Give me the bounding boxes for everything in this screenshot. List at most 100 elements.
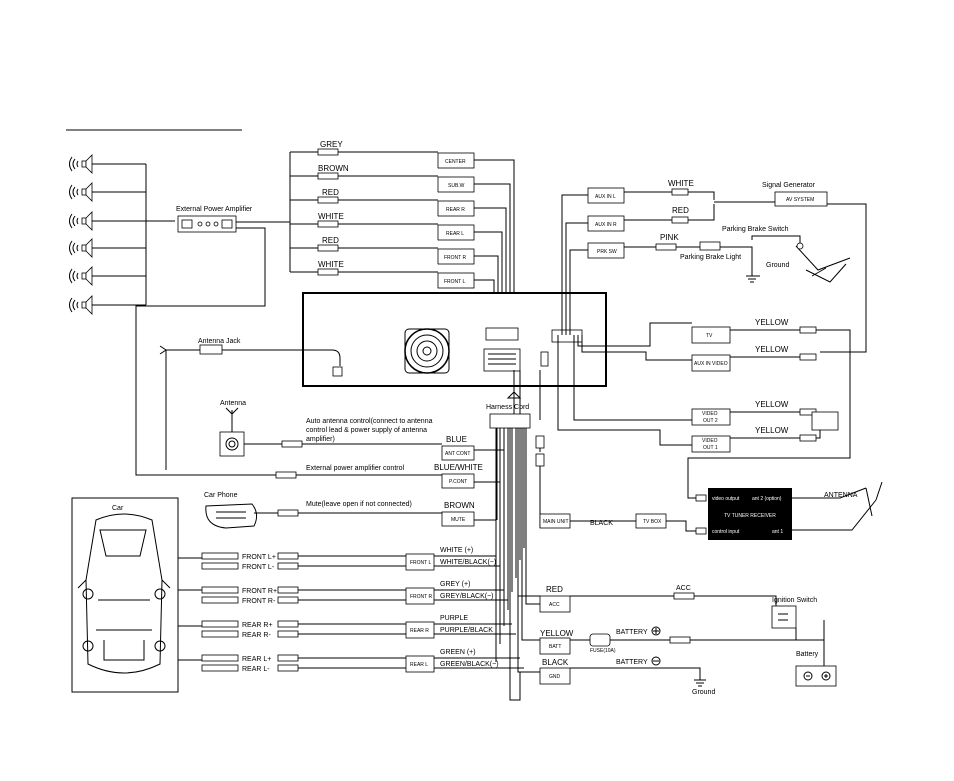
battery-minus-label: BATTERY: [616, 659, 648, 666]
rear-l-plus: REAR L+: [242, 656, 271, 663]
ground-label: Ground: [692, 689, 715, 696]
rear-r-plus: REAR R+: [242, 622, 273, 629]
antenna-jack-label: Antenna Jack: [198, 338, 241, 345]
box-label: VIDEO: [702, 411, 718, 417]
wire-color-label: GREY/BLACK(−): [440, 593, 494, 600]
box-label: ANT CONT: [445, 451, 470, 457]
wire-color-label: GREEN (+): [440, 649, 476, 656]
acc-label: ACC: [676, 585, 691, 592]
front-l-plus: FRONT L+: [242, 554, 276, 561]
box-label: BATT: [549, 644, 561, 650]
wire-color-label: BLACK: [590, 520, 613, 527]
speaker-icon: [69, 154, 93, 174]
wire-color-label: YELLOW: [755, 318, 789, 327]
wire-color-label: PURPLE/BLACK: [440, 627, 493, 634]
wire-color-label: RED: [546, 585, 563, 594]
auto-antenna-note: Auto antenna control(connect to antenna: [306, 418, 433, 425]
box-label: AUX IN VIDEO: [694, 361, 728, 367]
wire-color-label: GREY (+): [440, 581, 470, 588]
box-label: MUTE: [451, 517, 466, 523]
box-label: AUX IN R: [595, 222, 617, 228]
wire-color-label: YELLOW: [755, 426, 789, 435]
front-r-minus: FRONT R-: [242, 598, 276, 605]
car-illustration: Car: [71, 497, 179, 693]
box-label: REAR R: [410, 628, 429, 634]
control-leads: Auto antenna control(connect to antenna …: [204, 418, 483, 529]
box-label: AV SYSTEM: [786, 197, 814, 203]
box-label: AUX IN L: [595, 194, 616, 200]
box-label: FRONT L: [444, 279, 466, 285]
wire-color-label: GREEN/BLACK(−): [440, 661, 499, 668]
wire-color-label: WHITE: [318, 260, 344, 269]
box-label: FRONT R: [444, 255, 467, 261]
speaker-leads: FRONT L+ FRONT L- FRONT R+ FRONT R- REAR…: [178, 547, 524, 673]
box-label: VIDEO: [702, 438, 718, 444]
box-label: SUB.W: [448, 183, 465, 189]
speaker-icon: [69, 182, 93, 202]
wire-color-label: YELLOW: [755, 400, 789, 409]
power-connections: RED ACC ACC Ignition Switch YELLOW BATT …: [539, 585, 837, 696]
battery-label: Battery: [796, 651, 819, 658]
rca-outputs: GREY BROWN RED WHITE RED WHITE CENTER SU…: [289, 140, 515, 335]
tv-box-link: MAIN UNIT TV BOX BLACK: [539, 513, 696, 532]
wire-color-label: YELLOW: [540, 629, 574, 638]
box-label: CENTER: [445, 159, 466, 165]
parking-brake-switch-label: Parking Brake Switch: [722, 226, 789, 233]
antenna-label: Antenna: [220, 400, 246, 407]
external-amplifier: External Power Amplifier: [135, 206, 296, 476]
battery-plus-label: BATTERY: [616, 629, 648, 636]
wire-color-label: BLUE/WHITE: [434, 463, 483, 472]
speaker-icon: [69, 238, 93, 258]
speaker-icon: [69, 295, 93, 315]
wire-color-label: PINK: [660, 233, 679, 242]
speaker-icon: [69, 266, 93, 286]
tuner-control-input: control input: [712, 529, 740, 535]
wire-color-label: WHITE/BLACK(−): [440, 559, 496, 566]
auto-antenna-note: amplifier): [306, 436, 335, 443]
box-label: OUT 2: [703, 418, 718, 424]
wire-color-label: BROWN: [444, 501, 475, 510]
speaker-group: [69, 154, 175, 315]
rear-l-minus: REAR L-: [242, 666, 270, 673]
box-label: FRONT L: [410, 560, 432, 566]
tuner-ant1: ant 1: [772, 529, 783, 535]
box-label: REAR L: [446, 231, 464, 237]
ignition-switch-label: Ignition Switch: [772, 597, 817, 604]
antenna-jack: Antenna Jack: [159, 338, 341, 470]
wire-color-label: WHITE: [668, 179, 694, 188]
box-label: OUT 1: [703, 445, 718, 451]
box-label: REAR L: [410, 662, 428, 668]
wire-color-label: RED: [322, 188, 339, 197]
front-r-plus: FRONT R+: [242, 588, 277, 595]
car-phone-label: Car Phone: [204, 492, 238, 499]
tv-antenna-label: ANTENNA: [824, 492, 858, 499]
parking-brake-light-label: Parking Brake Light: [680, 254, 741, 261]
wire-color-label: PURPLE: [440, 615, 468, 622]
rear-r-minus: REAR R-: [242, 632, 271, 639]
wire-color-label: WHITE: [318, 212, 344, 221]
wire-color-label: BLACK: [542, 658, 569, 667]
wire-color-label: BROWN: [318, 164, 349, 173]
harness-cord: Harness Cord: [474, 370, 546, 701]
front-l-minus: FRONT L-: [242, 564, 275, 571]
wire-color-label: WHITE (+): [440, 547, 473, 554]
box-label: TV BOX: [643, 519, 662, 525]
external-amp-label: External Power Amplifier: [176, 206, 253, 213]
wire-color-label: GREY: [320, 140, 343, 149]
harness-cord-label: Harness Cord: [486, 404, 529, 411]
ext-amp-control-note: External power amplifier control: [306, 465, 404, 472]
tv-tuner-receiver: video output ant 2 (option) TV TUNER REC…: [695, 481, 883, 540]
tuner-title: TV TUNER RECEIVER: [724, 513, 776, 519]
wire-color-label: BLUE: [446, 435, 467, 444]
antenna: Antenna: [219, 400, 284, 457]
wire-color-label: RED: [672, 206, 689, 215]
head-unit: [302, 292, 607, 387]
box-label: ACC: [549, 602, 560, 608]
box-label: PRK SW: [597, 249, 617, 255]
box-label: FRONT R: [410, 594, 433, 600]
box-label: TV: [706, 333, 713, 339]
mute-note: Mute(leave open if not connected): [306, 501, 412, 508]
signal-generator-label: Signal Generator: [762, 182, 816, 189]
